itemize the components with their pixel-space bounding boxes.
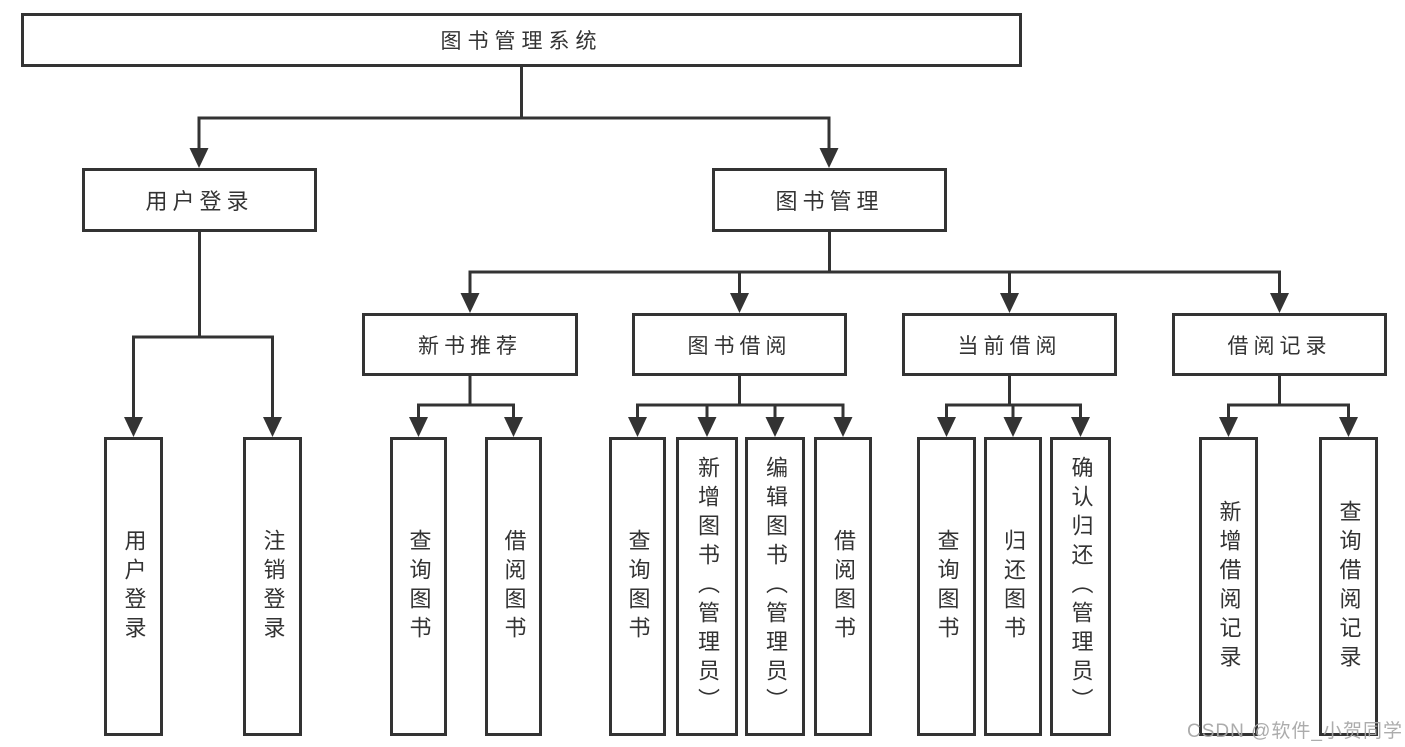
node-label: 查询图书 bbox=[625, 528, 651, 645]
leaf-confirm-return-admin: 确认归还（管理员） bbox=[1050, 437, 1111, 736]
leaf-query-books-recommend: 查询图书 bbox=[390, 437, 447, 736]
node-label: 编辑图书（管理员） bbox=[763, 456, 788, 717]
node-library-management-system: 图书管理系统 bbox=[21, 13, 1022, 67]
node-label: 当前借阅 bbox=[957, 334, 1062, 358]
node-label: 用户登录 bbox=[145, 189, 254, 214]
leaf-borrow-books: 借阅图书 bbox=[814, 437, 872, 736]
node-label: 新增借阅记录 bbox=[1216, 499, 1242, 674]
node-label: 借阅记录 bbox=[1227, 334, 1332, 358]
node-label: 查询图书 bbox=[406, 528, 432, 645]
node-label: 借阅图书 bbox=[501, 528, 527, 645]
node-label: 图书借阅 bbox=[687, 334, 792, 358]
node-label: 注销登录 bbox=[260, 528, 286, 645]
node-label: 图书管理系统 bbox=[440, 30, 603, 53]
leaf-add-book-admin: 新增图书（管理员） bbox=[676, 437, 738, 736]
node-label: 查询图书 bbox=[934, 528, 960, 645]
node-label: 归还图书 bbox=[1001, 528, 1026, 645]
leaf-add-borrow-record: 新增借阅记录 bbox=[1199, 437, 1258, 736]
csdn-watermark: CSDN @软件_小贺同学 bbox=[1187, 721, 1403, 742]
leaf-return-book: 归还图书 bbox=[984, 437, 1042, 736]
node-book-management: 图书管理 bbox=[712, 168, 947, 232]
node-label: 新增图书（管理员） bbox=[695, 456, 720, 717]
leaf-query-books-borrow: 查询图书 bbox=[609, 437, 666, 736]
leaf-borrow-books-recommend: 借阅图书 bbox=[485, 437, 542, 736]
node-borrowing-records: 借阅记录 bbox=[1172, 313, 1387, 376]
node-user-login: 用户登录 bbox=[82, 168, 317, 232]
node-label: 新书推荐 bbox=[418, 334, 522, 358]
node-label: 图书管理 bbox=[775, 189, 884, 214]
node-label: 用户登录 bbox=[121, 528, 147, 645]
arrowheads bbox=[124, 148, 1358, 437]
node-label: 查询借阅记录 bbox=[1336, 499, 1362, 674]
node-new-book-recommendation: 新书推荐 bbox=[362, 313, 578, 376]
node-book-borrowing: 图书借阅 bbox=[632, 313, 847, 376]
leaf-logout: 注销登录 bbox=[243, 437, 302, 736]
node-current-borrowing: 当前借阅 bbox=[902, 313, 1117, 376]
node-label: 确认归还（管理员） bbox=[1068, 456, 1094, 717]
leaf-query-books-current: 查询图书 bbox=[917, 437, 976, 736]
leaf-user-login: 用户登录 bbox=[104, 437, 163, 736]
leaf-query-borrow-record: 查询借阅记录 bbox=[1319, 437, 1378, 736]
leaf-edit-book-admin: 编辑图书（管理员） bbox=[745, 437, 805, 736]
node-label: 借阅图书 bbox=[831, 528, 856, 645]
